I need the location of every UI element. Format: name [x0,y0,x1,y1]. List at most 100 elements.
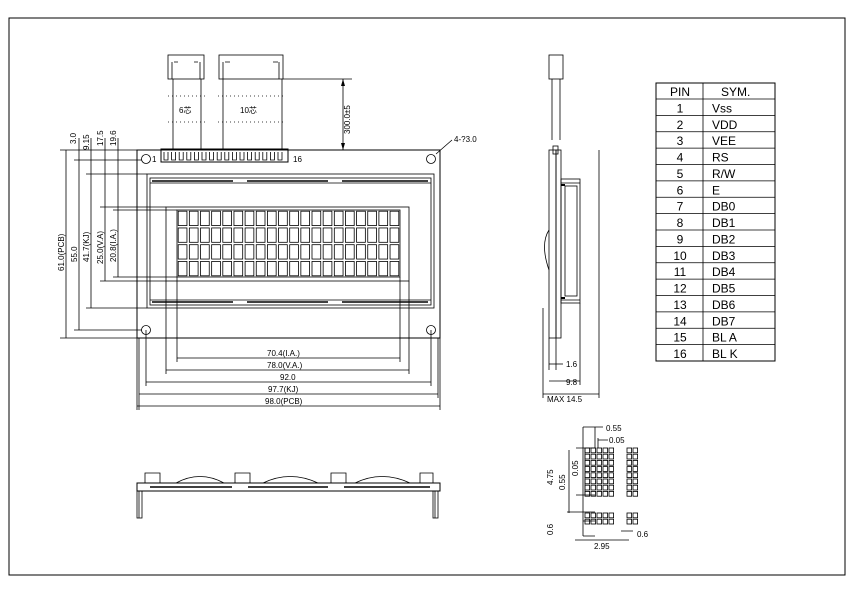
char-cell [233,261,244,277]
header-pin [224,152,230,161]
dot-dim-0-55: 0.55 [606,424,622,433]
pin-first-label: 1 [152,155,157,164]
dot-cell [590,518,596,525]
char-cell [289,227,299,243]
mount-hole [141,154,151,164]
dot-cell [626,466,632,472]
pin-number: 1 [677,101,684,115]
bottom-dims: 70.4(I.A.) 78.0(V.A.) 92.0 97.7(KJ) 98.0… [136,277,441,410]
dot-cell [584,518,590,525]
char-cell [188,227,199,243]
cable-10-label: 10芯 [240,105,257,115]
pin-last-label: 16 [293,155,302,164]
dot-cell [602,472,608,478]
header-pin [171,152,176,161]
char-cell [345,244,355,260]
dot-cell [584,490,590,497]
pin-header-label: PIN [670,85,690,99]
dot-cell [596,472,602,478]
char-cell [300,261,311,277]
char-cell [389,227,400,243]
pin-header [160,148,289,163]
dot-cell [608,453,614,460]
char-cell [356,244,366,260]
pin-symbol: DB7 [712,314,736,328]
char-cell [233,244,244,260]
char-cell [266,244,277,260]
pin-symbol: DB0 [712,200,736,214]
header-pin [262,152,268,161]
pin-symbol: DB3 [712,249,736,263]
pin-number: 6 [677,183,684,197]
char-cell [177,210,188,226]
char-cell [367,261,377,277]
dim-9-15: 9.15 [82,134,91,150]
char-cell [266,210,277,226]
header-pin [239,152,245,161]
char-cell [311,210,322,226]
dot-cell [632,466,638,472]
char-cell [244,227,255,243]
char-cell [222,210,232,226]
dot-cell [626,490,632,497]
dim-kj-width: 97.7(KJ) [268,385,299,394]
char-cell [222,261,232,277]
dim-19-6: 19.6 [109,130,118,146]
cable-6pin: 6芯 [167,54,206,150]
header-pin [270,152,275,161]
bezel-outline [146,173,435,309]
char-cell [200,210,210,226]
pin-number: 16 [673,347,687,361]
char-cell [211,210,221,226]
char-cell [300,227,311,243]
dot-cell [608,478,614,485]
char-cell [378,210,389,226]
dot-cell [584,447,590,454]
dot-cell [602,490,608,497]
dim-92: 92.0 [280,373,296,382]
dot-cell [596,466,602,472]
dot-dim-0-55b: 0.55 [558,474,567,490]
pin-symbol: BL K [712,347,738,361]
header-pin [277,152,283,161]
char-cell [311,227,322,243]
pin-number: 2 [677,118,684,132]
dot-cell [632,478,638,485]
char-cell [300,210,311,226]
hole-callout: 4-?3.0 [454,135,477,144]
char-cell [200,244,210,260]
pin-number: 15 [673,331,687,345]
char-cell [177,244,188,260]
char-cell [322,244,333,260]
pin-symbol: Vss [712,101,732,115]
dim-pcb-width: 98.0(PCB) [265,397,303,406]
char-cell [255,227,266,243]
char-cell [289,210,299,226]
pin-number: 8 [677,216,684,230]
dot-cell [590,484,596,491]
dot-cell [596,459,602,466]
header-pin [194,152,199,161]
char-cell [378,227,389,243]
cable-10pin: 10芯 [218,54,286,150]
char-cell [255,261,266,277]
char-cell [367,227,377,243]
pin-number: 4 [677,151,684,165]
pin-symbol: BL A [712,331,737,345]
char-cell [177,227,188,243]
char-cell [177,261,188,277]
dot-cell [602,466,608,472]
char-cell [289,244,299,260]
char-cell [200,261,210,277]
pin-symbol: RS [712,151,729,165]
char-cell [188,261,199,277]
dot-detail: 0.55 0.05 4.75 0.55 0.05 0.6 2.95 0.6 [546,424,649,551]
viewing-area [165,206,410,282]
dim-va-height: 25.0(V.A) [96,231,105,264]
char-cell [233,227,244,243]
char-cell [322,210,333,226]
cable-length-label: 300.0±5 [343,105,352,134]
dot-cell [626,453,632,460]
dot-cell [632,453,638,460]
